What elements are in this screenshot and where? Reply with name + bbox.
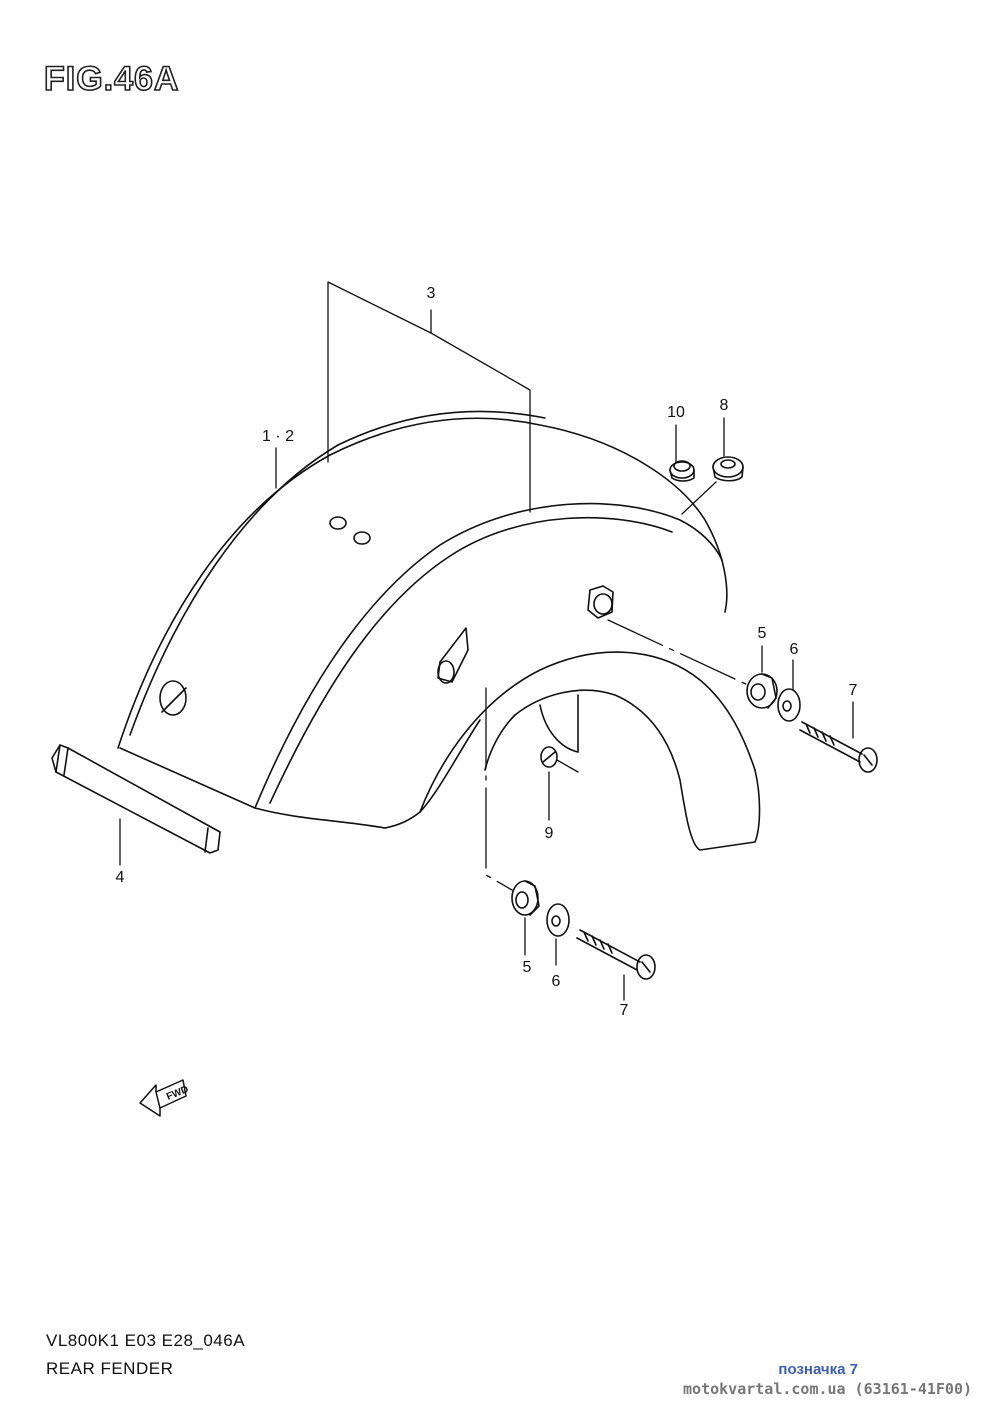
callout-4: 4 — [115, 869, 125, 886]
callout-8: 8 — [719, 397, 729, 414]
callout-6-upper: 6 — [789, 641, 799, 658]
callout-9: 9 — [544, 825, 554, 842]
grommet-part-10 — [669, 460, 695, 482]
cushion-part-9 — [540, 746, 558, 768]
figure-title: FIG.46A — [43, 59, 180, 99]
leader-lines — [119, 281, 854, 1001]
model-code: VL800K1 E03 E28_046A — [46, 1331, 246, 1350]
section-name: REAR FENDER — [46, 1359, 174, 1378]
grommet-part-8 — [712, 456, 744, 482]
callout-5-upper: 5 — [757, 625, 767, 642]
callout-1-2: 1 · 2 — [261, 428, 295, 445]
callout-7-upper: 7 — [848, 682, 858, 699]
callout-7-lower: 7 — [619, 1002, 629, 1019]
rear-fender-shell — [117, 410, 761, 851]
callout-5-lower: 5 — [522, 959, 532, 976]
lower-hardware-set — [511, 880, 656, 980]
upper-hardware-set — [746, 673, 878, 773]
site-watermark: motokvartal.com.ua (63161-41F00) — [683, 1380, 972, 1398]
trim-strip-part-4 — [51, 744, 221, 854]
mark-label: позначка 7 — [778, 1361, 858, 1378]
callout-6-lower: 6 — [551, 973, 561, 990]
fwd-arrow-icon — [139, 1079, 187, 1117]
callout-10: 10 — [667, 404, 685, 421]
callout-3: 3 — [426, 285, 436, 302]
